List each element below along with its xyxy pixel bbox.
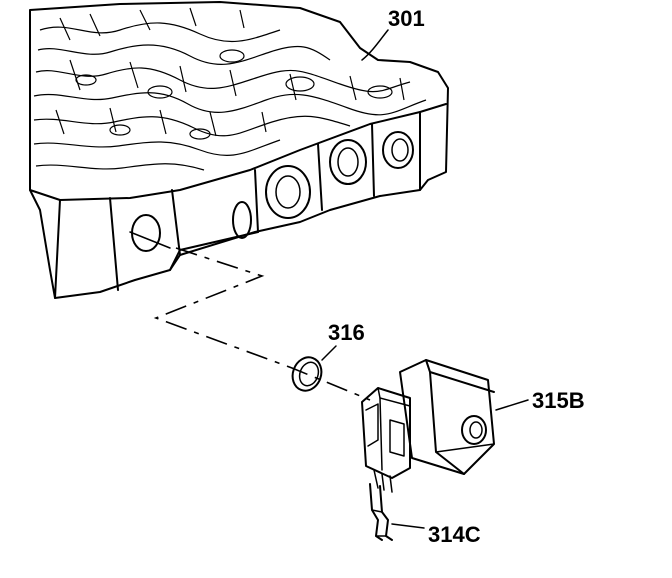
callout-301: 301: [388, 6, 425, 31]
valve-body: [29, 1, 449, 299]
o-ring: [291, 356, 323, 392]
leader-316: [321, 345, 337, 361]
callout-314C: 314C: [428, 522, 481, 547]
leader-315B: [495, 399, 529, 411]
callout-315B: 315B: [532, 388, 585, 413]
solenoid: [361, 359, 495, 493]
clip: [369, 483, 393, 541]
callout-316: 316: [328, 320, 365, 345]
alignment-path: [153, 247, 371, 401]
leader-301: [361, 29, 389, 61]
leader-314C: [391, 523, 425, 529]
